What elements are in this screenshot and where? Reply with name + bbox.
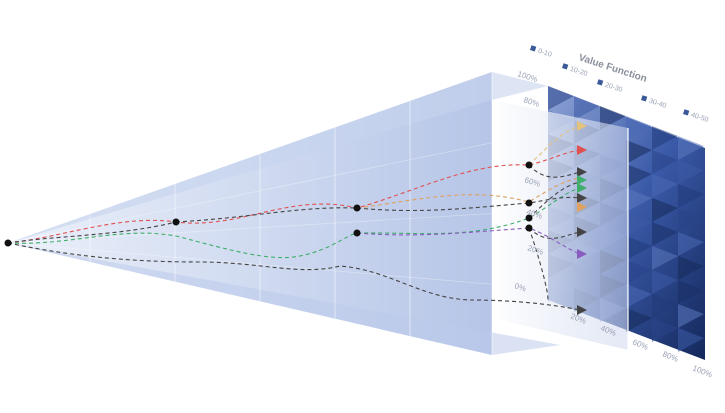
- legend-label: 30-40: [648, 98, 667, 110]
- arrowhead: [577, 121, 587, 131]
- cone-bottom-face: [8, 243, 560, 355]
- legend-label: 40-50: [690, 112, 709, 124]
- perspective-cone: [7, 72, 560, 355]
- trajectory-node: [525, 224, 533, 232]
- trajectory-path: [175, 207, 358, 223]
- trajectory-nodes: [4, 161, 533, 247]
- surface-facet: [678, 280, 704, 304]
- trajectory-node: [353, 229, 361, 237]
- legend-label: 0-10: [537, 48, 553, 59]
- surface-facet: [678, 304, 704, 328]
- legend-swatch: [641, 95, 648, 102]
- surface-facet: [626, 212, 652, 236]
- trajectory-node: [172, 218, 180, 226]
- trajectory-path: [528, 181, 581, 219]
- legend-swatch: [530, 45, 537, 52]
- arrowhead: [577, 183, 587, 193]
- arrowhead: [577, 167, 587, 177]
- surface-facet: [626, 260, 652, 284]
- trajectory-path: [528, 227, 581, 239]
- trajectories: [7, 125, 581, 311]
- surface-facet: [678, 256, 704, 280]
- legend-items: 0-10 10-20 20-30 30-40 40-50: [530, 45, 709, 124]
- trajectory-path: [356, 227, 581, 255]
- trajectory-node: [353, 204, 361, 212]
- surface-facet: [678, 328, 704, 352]
- surface-facet: [626, 284, 652, 308]
- arrowheads: [577, 121, 587, 315]
- arrowhead: [577, 249, 587, 259]
- surface-facet: [652, 126, 678, 150]
- legend-item: 20-30: [597, 79, 623, 94]
- trajectory-path: [356, 177, 581, 209]
- trajectory-path: [7, 187, 581, 259]
- surface-facet: [652, 222, 678, 246]
- surface-facet: [652, 198, 678, 222]
- cone-body: [8, 72, 492, 355]
- legend-swatch: [597, 79, 604, 86]
- pane-body: [492, 100, 628, 350]
- surface-x-tick: 100%: [691, 364, 713, 380]
- trajectory-path: [528, 227, 549, 301]
- surface-facet: [626, 188, 652, 212]
- surface-x-tick: 80%: [661, 350, 679, 364]
- surface-facet: [652, 174, 678, 198]
- arrowhead: [577, 145, 587, 155]
- trajectory-path: [7, 221, 177, 244]
- surface-facet: [678, 208, 704, 232]
- surface-facet: [652, 270, 678, 294]
- trajectory-path: [356, 196, 581, 212]
- arrowhead: [577, 305, 587, 315]
- cone-ray-line: [7, 142, 493, 244]
- trajectory-node: [525, 161, 533, 169]
- surface-facet: [626, 164, 652, 188]
- surface-facet: [678, 232, 704, 256]
- legend-title: Value Function: [577, 52, 648, 84]
- legend-swatch: [683, 109, 690, 116]
- cone-top-face: [8, 72, 548, 243]
- surface-facet: [652, 246, 678, 270]
- surface-facet: [678, 160, 704, 184]
- trajectory-node: [525, 214, 533, 222]
- legend-label: 10-20: [569, 66, 588, 78]
- arrowhead: [577, 227, 587, 237]
- arrowhead: [577, 202, 587, 212]
- arrowhead: [577, 175, 587, 185]
- surface-facet: [652, 318, 678, 342]
- surface-facet: [678, 136, 704, 160]
- trajectory-path: [7, 242, 581, 311]
- trajectory-path: [7, 149, 581, 244]
- surface-facet: [652, 294, 678, 318]
- trajectory-path: [528, 125, 581, 166]
- legend-item: 30-40: [641, 95, 667, 110]
- arrowhead: [577, 193, 587, 203]
- trajectory-node: [525, 199, 533, 207]
- trajectory-path: [528, 164, 581, 178]
- translucent-pane: [492, 100, 629, 350]
- surface-facet: [626, 308, 652, 332]
- legend-label: 20-30: [604, 82, 623, 94]
- legend-item: 10-20: [562, 63, 588, 78]
- surface-facet: [652, 150, 678, 174]
- surface-facet: [574, 96, 600, 120]
- surface-facet: [548, 86, 574, 110]
- surface-facet: [626, 140, 652, 164]
- legend-item: 40-50: [683, 109, 709, 124]
- surface-y-tick: 0%: [513, 281, 527, 293]
- trajectory-node: [4, 239, 12, 247]
- surface-facet: [678, 184, 704, 208]
- cone-ray-line: [7, 242, 493, 285]
- surface-x-tick: 60%: [631, 338, 649, 352]
- surface-facet: [626, 236, 652, 260]
- legend-item: 0-10: [530, 45, 553, 59]
- surface-facet: [626, 116, 652, 140]
- legend-swatch: [562, 63, 569, 70]
